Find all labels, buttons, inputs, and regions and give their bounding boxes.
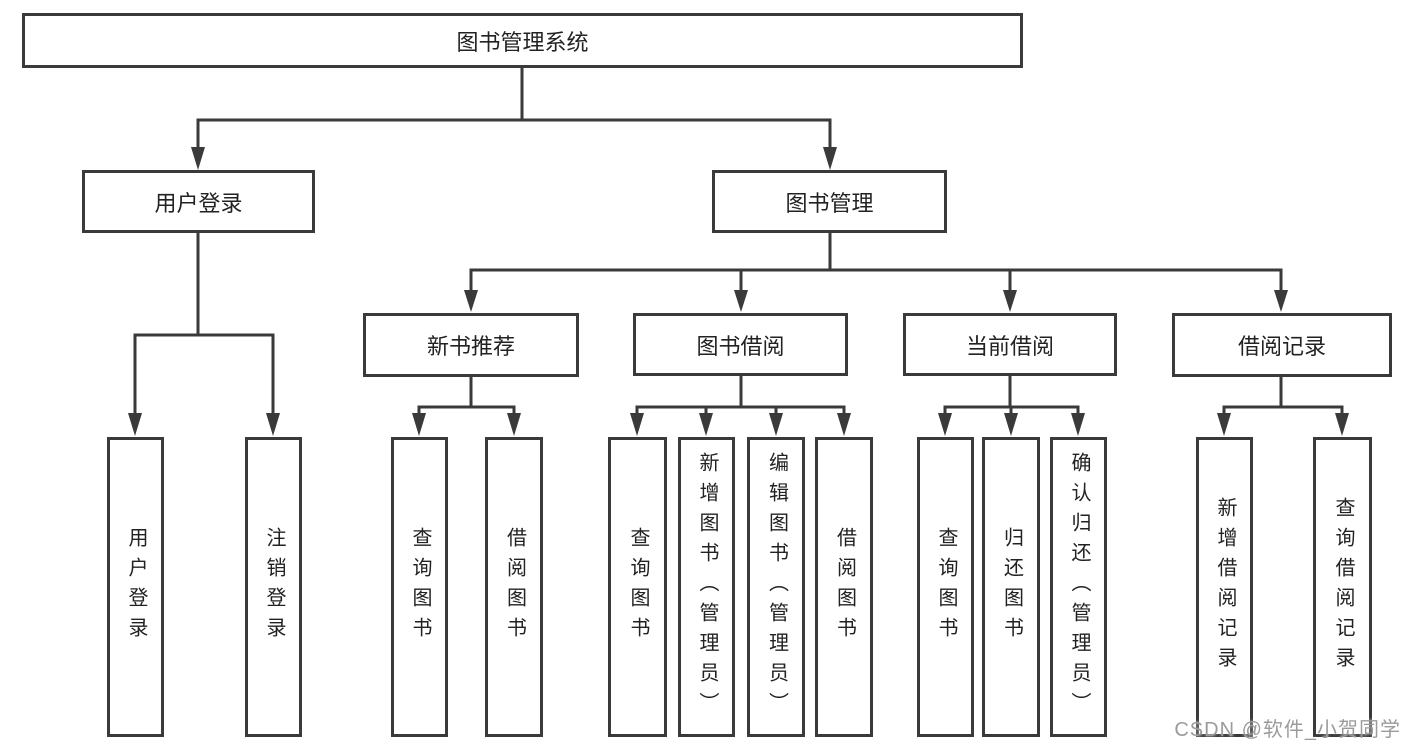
leaf-borrow-book: 借阅图书 bbox=[815, 437, 873, 737]
leaf-label: 注销登录 bbox=[263, 527, 285, 647]
leaf-logout: 注销登录 bbox=[245, 437, 302, 737]
leaf-label: 用户登录 bbox=[125, 527, 147, 647]
leaf-query-borrow-record: 查询借阅记录 bbox=[1313, 437, 1372, 737]
node-current-borrow: 当前借阅 bbox=[903, 313, 1117, 376]
leaf-label: 查询图书 bbox=[409, 527, 431, 647]
leaf-label: 新增图书（管理员） bbox=[696, 452, 718, 722]
node-borrow-record: 借阅记录 bbox=[1172, 313, 1392, 377]
leaf-return-book: 归还图书 bbox=[982, 437, 1040, 737]
leaf-label: 借阅图书 bbox=[833, 527, 856, 647]
node-user-login: 用户登录 bbox=[82, 170, 315, 233]
leaf-label: 编辑图书（管理员） bbox=[765, 452, 788, 722]
leaf-query-book-current: 查询图书 bbox=[917, 437, 974, 737]
leaf-user-login: 用户登录 bbox=[107, 437, 164, 737]
leaf-label: 新增借阅记录 bbox=[1214, 497, 1236, 677]
node-library-system: 图书管理系统 bbox=[22, 13, 1023, 68]
leaf-label: 查询借阅记录 bbox=[1332, 497, 1354, 677]
leaf-label: 查询图书 bbox=[627, 527, 649, 647]
arrow-heads bbox=[128, 147, 1349, 436]
node-new-book-recommend: 新书推荐 bbox=[363, 313, 579, 377]
node-book-management: 图书管理 bbox=[712, 170, 947, 233]
leaf-borrow-book-new: 借阅图书 bbox=[485, 437, 543, 737]
leaf-query-book-borrow: 查询图书 bbox=[608, 437, 667, 737]
leaf-add-book-admin: 新增图书（管理员） bbox=[678, 437, 735, 737]
leaf-label: 归还图书 bbox=[1000, 527, 1023, 647]
leaf-label: 查询图书 bbox=[935, 527, 957, 647]
node-book-borrow: 图书借阅 bbox=[633, 313, 848, 376]
leaf-add-borrow-record: 新增借阅记录 bbox=[1196, 437, 1253, 737]
watermark: CSDN @软件_小贺同学 bbox=[1174, 719, 1401, 741]
leaf-query-book-new: 查询图书 bbox=[391, 437, 448, 737]
leaf-edit-book-admin: 编辑图书（管理员） bbox=[747, 437, 805, 737]
leaf-confirm-return-admin: 确认归还（管理员） bbox=[1050, 437, 1107, 737]
leaf-label: 确认归还（管理员） bbox=[1068, 452, 1090, 722]
leaf-label: 借阅图书 bbox=[503, 527, 526, 647]
